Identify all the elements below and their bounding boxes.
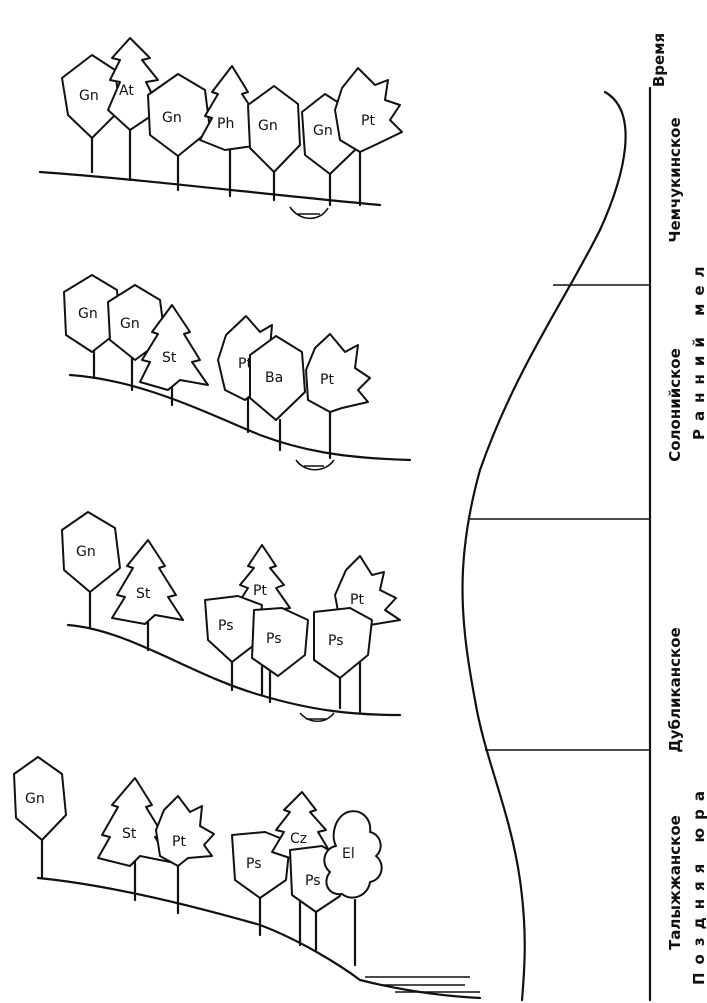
tree-label: Ps [246, 856, 262, 872]
climate-curve [461, 90, 627, 1002]
tree-crown [155, 795, 215, 867]
tree-crown [251, 607, 309, 677]
tree-crown [199, 65, 261, 151]
panel-dublikan: Gn St Pt Ps Ps Pt Ps [61, 511, 402, 723]
tree-label: Pt [361, 113, 375, 129]
ground-line [68, 373, 412, 462]
tree-crown [61, 511, 121, 593]
tree-label: Pt [253, 583, 267, 599]
water-lines [365, 976, 480, 993]
tree-label: Ps [328, 633, 344, 649]
tree-crown [107, 37, 161, 131]
tree-label: St [162, 350, 177, 366]
tree-label: Pt [238, 356, 252, 372]
tree-label: Ba [265, 370, 283, 386]
tree-label: Ph [217, 116, 234, 132]
stage-label-dublikan: Дубликанское [666, 627, 684, 752]
tree-crown [111, 539, 184, 625]
tree-label: Pt [350, 592, 364, 608]
tree-crown [247, 85, 301, 173]
panel-chemchukin: Gn At Gn Ph Gn Gn Pt [38, 37, 403, 220]
tree-label: Gn [258, 118, 278, 134]
tree-crown [63, 274, 121, 353]
tree-crown [139, 304, 209, 391]
water-pool [299, 712, 335, 723]
tree-label: Gn [76, 544, 96, 560]
tree-crown [305, 333, 371, 413]
stage-label-soloniy: Солонийское [666, 348, 684, 462]
tree-label: Ps [266, 631, 282, 647]
tree-crown [334, 67, 403, 153]
tree-label: El [342, 846, 355, 862]
tree-crown [313, 607, 373, 679]
tree-label: At [119, 83, 134, 99]
tree-label: Gn [162, 110, 182, 126]
tree-crown [147, 73, 211, 157]
tree-label: Gn [78, 306, 98, 322]
stage-label-chemchukin: Чемчукинское [666, 117, 684, 242]
tree-label: Gn [79, 88, 99, 104]
tree-label: Pt [320, 372, 334, 388]
tree-label: Gn [120, 316, 140, 332]
tree-label: Cz [290, 831, 307, 847]
tree-crown [249, 335, 306, 421]
panel-talyzhzhan: Gn St Pt Ps Cz Ps El [13, 756, 482, 1000]
ground-line [66, 623, 402, 717]
period-label-late-jurassic: Поздняя юра [690, 783, 707, 985]
water-pool [295, 459, 335, 471]
tree-label: St [136, 586, 151, 602]
tree-crown [97, 777, 171, 867]
tree-label: St [122, 826, 137, 842]
ground-line [38, 170, 382, 207]
tree-label: Ps [305, 873, 321, 889]
tree-crown [13, 756, 67, 841]
tree-label: Ps [218, 618, 234, 634]
tree-crown [323, 810, 383, 899]
tree-crown [107, 284, 166, 361]
tree-label: Gn [313, 123, 333, 139]
time-axis-label: Время [650, 33, 668, 87]
tree-label: Pt [172, 834, 186, 850]
panel-soloniy: Gn Gn St Pt Ba Pt [63, 274, 412, 471]
stage-label-talyzhzhan: Талыжжанское [666, 815, 684, 950]
water-pool [289, 206, 329, 220]
tree-label: Gn [25, 791, 45, 807]
period-label-early-cretaceous: Ранний мел [690, 258, 707, 440]
